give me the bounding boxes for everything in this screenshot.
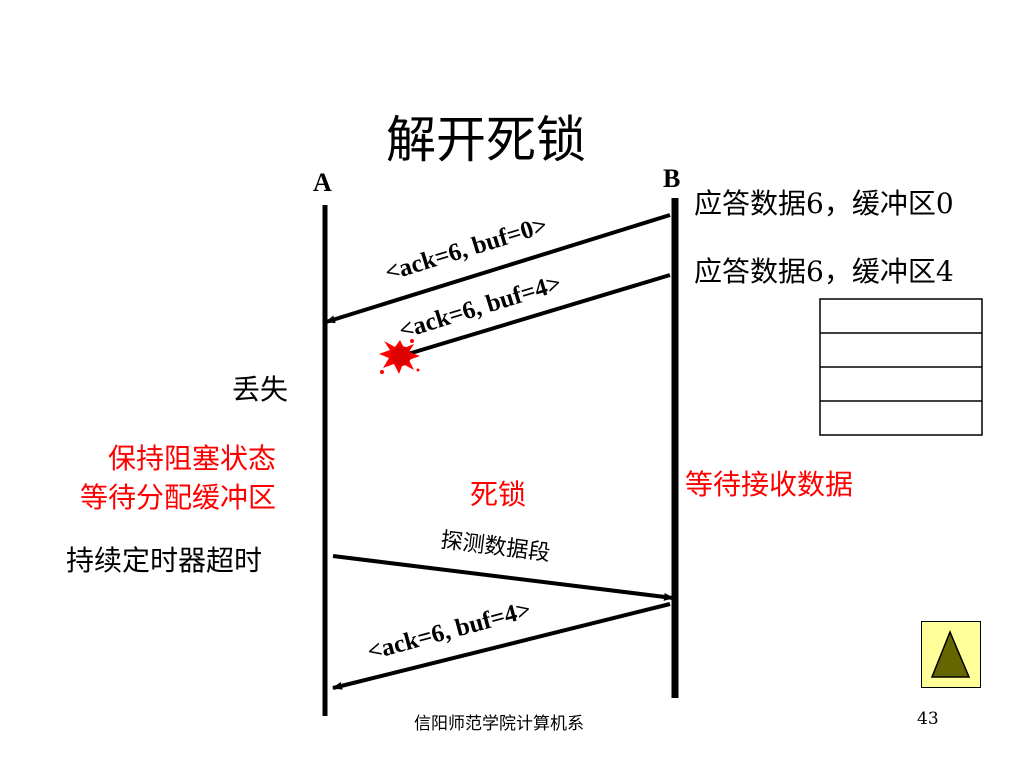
page-title: 解开死锁: [386, 111, 586, 169]
message-arrow-probe: [332, 554, 674, 601]
waiting-label: 等待接收数据: [685, 468, 854, 501]
triangle-up-icon: [930, 630, 971, 678]
b-note-buffer-0: 应答数据6，缓冲区0: [694, 182, 954, 222]
message-arrow-ack-buf0: [325, 213, 671, 324]
nav-button[interactable]: [921, 621, 981, 688]
blocked-label-line1: 保持阻塞状态: [108, 442, 277, 475]
packet-loss-splat-icon: [379, 339, 420, 374]
deadlock-label: 死锁: [470, 478, 527, 511]
b-note-text: 应答数据6，缓冲区4: [694, 255, 954, 288]
message-label-ack-buf0: <ack=6, buf=0>: [382, 212, 551, 287]
footer-org: 信阳师范学院计算机系: [414, 714, 584, 734]
message-arrow-ack-buf4-resend: [332, 602, 671, 690]
b-note-buffer-4: 应答数据6，缓冲区4: [694, 250, 954, 290]
b-note-text: 应答数据6，缓冲区0: [694, 187, 954, 220]
receiver-buffer: [819, 298, 983, 436]
blocked-label-line2: 等待分配缓冲区: [80, 481, 277, 514]
lost-label: 丢失: [232, 373, 289, 406]
persist-timer-label: 持续定时器超时: [66, 544, 263, 577]
message-label-probe: 探测数据段: [439, 527, 551, 565]
host-label-a: A: [313, 168, 332, 197]
message-label-ack-buf4-resend: <ack=6, buf=4>: [365, 596, 534, 666]
host-label-b: B: [663, 164, 681, 193]
message-arrow-ack-buf4-lost: [397, 273, 671, 359]
page-number: 43: [917, 709, 939, 729]
